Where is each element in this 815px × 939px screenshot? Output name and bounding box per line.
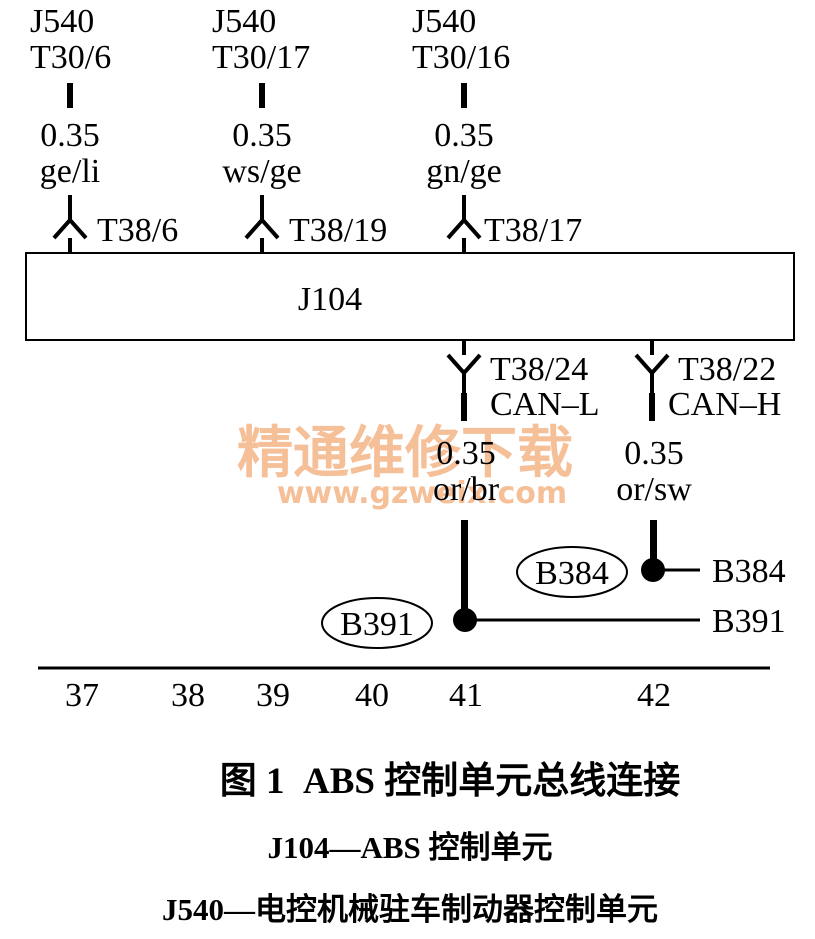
can-l-junction-label: B391	[340, 606, 414, 643]
connector-1-module: J540	[30, 3, 94, 40]
grid-number: 38	[171, 677, 205, 714]
legend-j104: J104—ABS 控制单元	[267, 830, 552, 865]
can-h-gauge: 0.35	[624, 435, 684, 472]
connector-2-wire-color: ws/ge	[222, 153, 301, 190]
can-l-target: B391	[712, 603, 786, 640]
connector-2-module: J540	[212, 3, 276, 40]
watermark-cn: 精通维修下载	[237, 421, 573, 486]
grid-number: 42	[637, 677, 671, 714]
can-l-terminal-symbol	[446, 340, 482, 393]
connector-2-terminal: T38/19	[289, 212, 387, 249]
can-l-junction-ellipse	[321, 597, 433, 649]
grid-number: 39	[256, 677, 290, 714]
can-h-wire	[650, 520, 657, 570]
connector-1-wire-stub	[67, 83, 73, 108]
can-h-signal: CAN–H	[668, 386, 781, 423]
connector-1-terminal-symbol	[52, 195, 88, 253]
connector-3-gauge: 0.35	[434, 117, 494, 154]
control-unit-label: J104	[298, 281, 362, 318]
top-connector-2: J540 T30/17 0.35 ws/ge T38/19	[212, 3, 387, 253]
connector-2-terminal-symbol	[244, 195, 280, 253]
can-l-gauge: 0.35	[436, 435, 496, 472]
connector-1-terminal: T38/6	[97, 212, 178, 249]
connector-3-wire-stub	[461, 83, 467, 108]
can-h-target: B384	[712, 553, 786, 590]
grid-number: 37	[65, 677, 99, 714]
connector-1-wire-color: ge/li	[40, 153, 100, 190]
bottom-connector-can-l: T38/24 CAN–L 0.35 or/br B391 B391	[321, 340, 786, 649]
connector-2-gauge: 0.35	[232, 117, 292, 154]
connector-2-wire-stub	[259, 83, 265, 108]
top-connector-3: J540 T30/16 0.35 gn/ge T38/17	[412, 3, 582, 253]
grid-number: 40	[355, 677, 389, 714]
can-h-terminal-symbol	[634, 340, 670, 393]
can-h-wire-stub	[649, 393, 655, 421]
watermark-url: www.gzweix.com	[277, 476, 567, 511]
grid-number: 41	[449, 677, 483, 714]
can-l-signal: CAN–L	[490, 386, 600, 423]
legend-j540: J540—电控机械驻车制动器控制单元	[162, 892, 658, 927]
caption: 图 1 ABS 控制单元总线连接 J104—ABS 控制单元 J540—电控机械…	[162, 760, 680, 927]
can-h-terminal: T38/22	[678, 351, 776, 388]
control-unit-box	[25, 252, 795, 341]
connector-3-wire-color: gn/ge	[426, 153, 502, 190]
watermark: 精通维修下载 www.gzweix.com	[237, 421, 573, 511]
connector-2-pin: T30/17	[212, 39, 310, 76]
connector-3-pin: T30/16	[412, 39, 510, 76]
can-l-terminal: T38/24	[490, 351, 588, 388]
top-connector-1: J540 T30/6 0.35 ge/li T38/6	[30, 3, 178, 253]
connector-3-module: J540	[412, 3, 476, 40]
can-h-junction-ellipse	[516, 546, 628, 598]
can-h-junction-label: B384	[535, 555, 609, 592]
control-unit-j104: J104	[25, 252, 795, 341]
connector-3-terminal: T38/17	[484, 212, 582, 249]
bottom-connector-can-h: T38/22 CAN–H 0.35 or/sw B384 B384	[516, 340, 786, 598]
figure-title: 图 1 ABS 控制单元总线连接	[220, 760, 680, 802]
can-h-wire-color: or/sw	[616, 471, 692, 508]
connector-1-gauge: 0.35	[40, 117, 100, 154]
can-l-wire-stub	[461, 393, 467, 421]
grid-numbers: 37 38 39 40 41 42	[65, 677, 671, 714]
connector-3-terminal-symbol	[446, 195, 482, 253]
can-l-wire	[461, 520, 468, 620]
connector-1-pin: T30/6	[30, 39, 111, 76]
can-l-wire-color: or/br	[433, 471, 500, 508]
